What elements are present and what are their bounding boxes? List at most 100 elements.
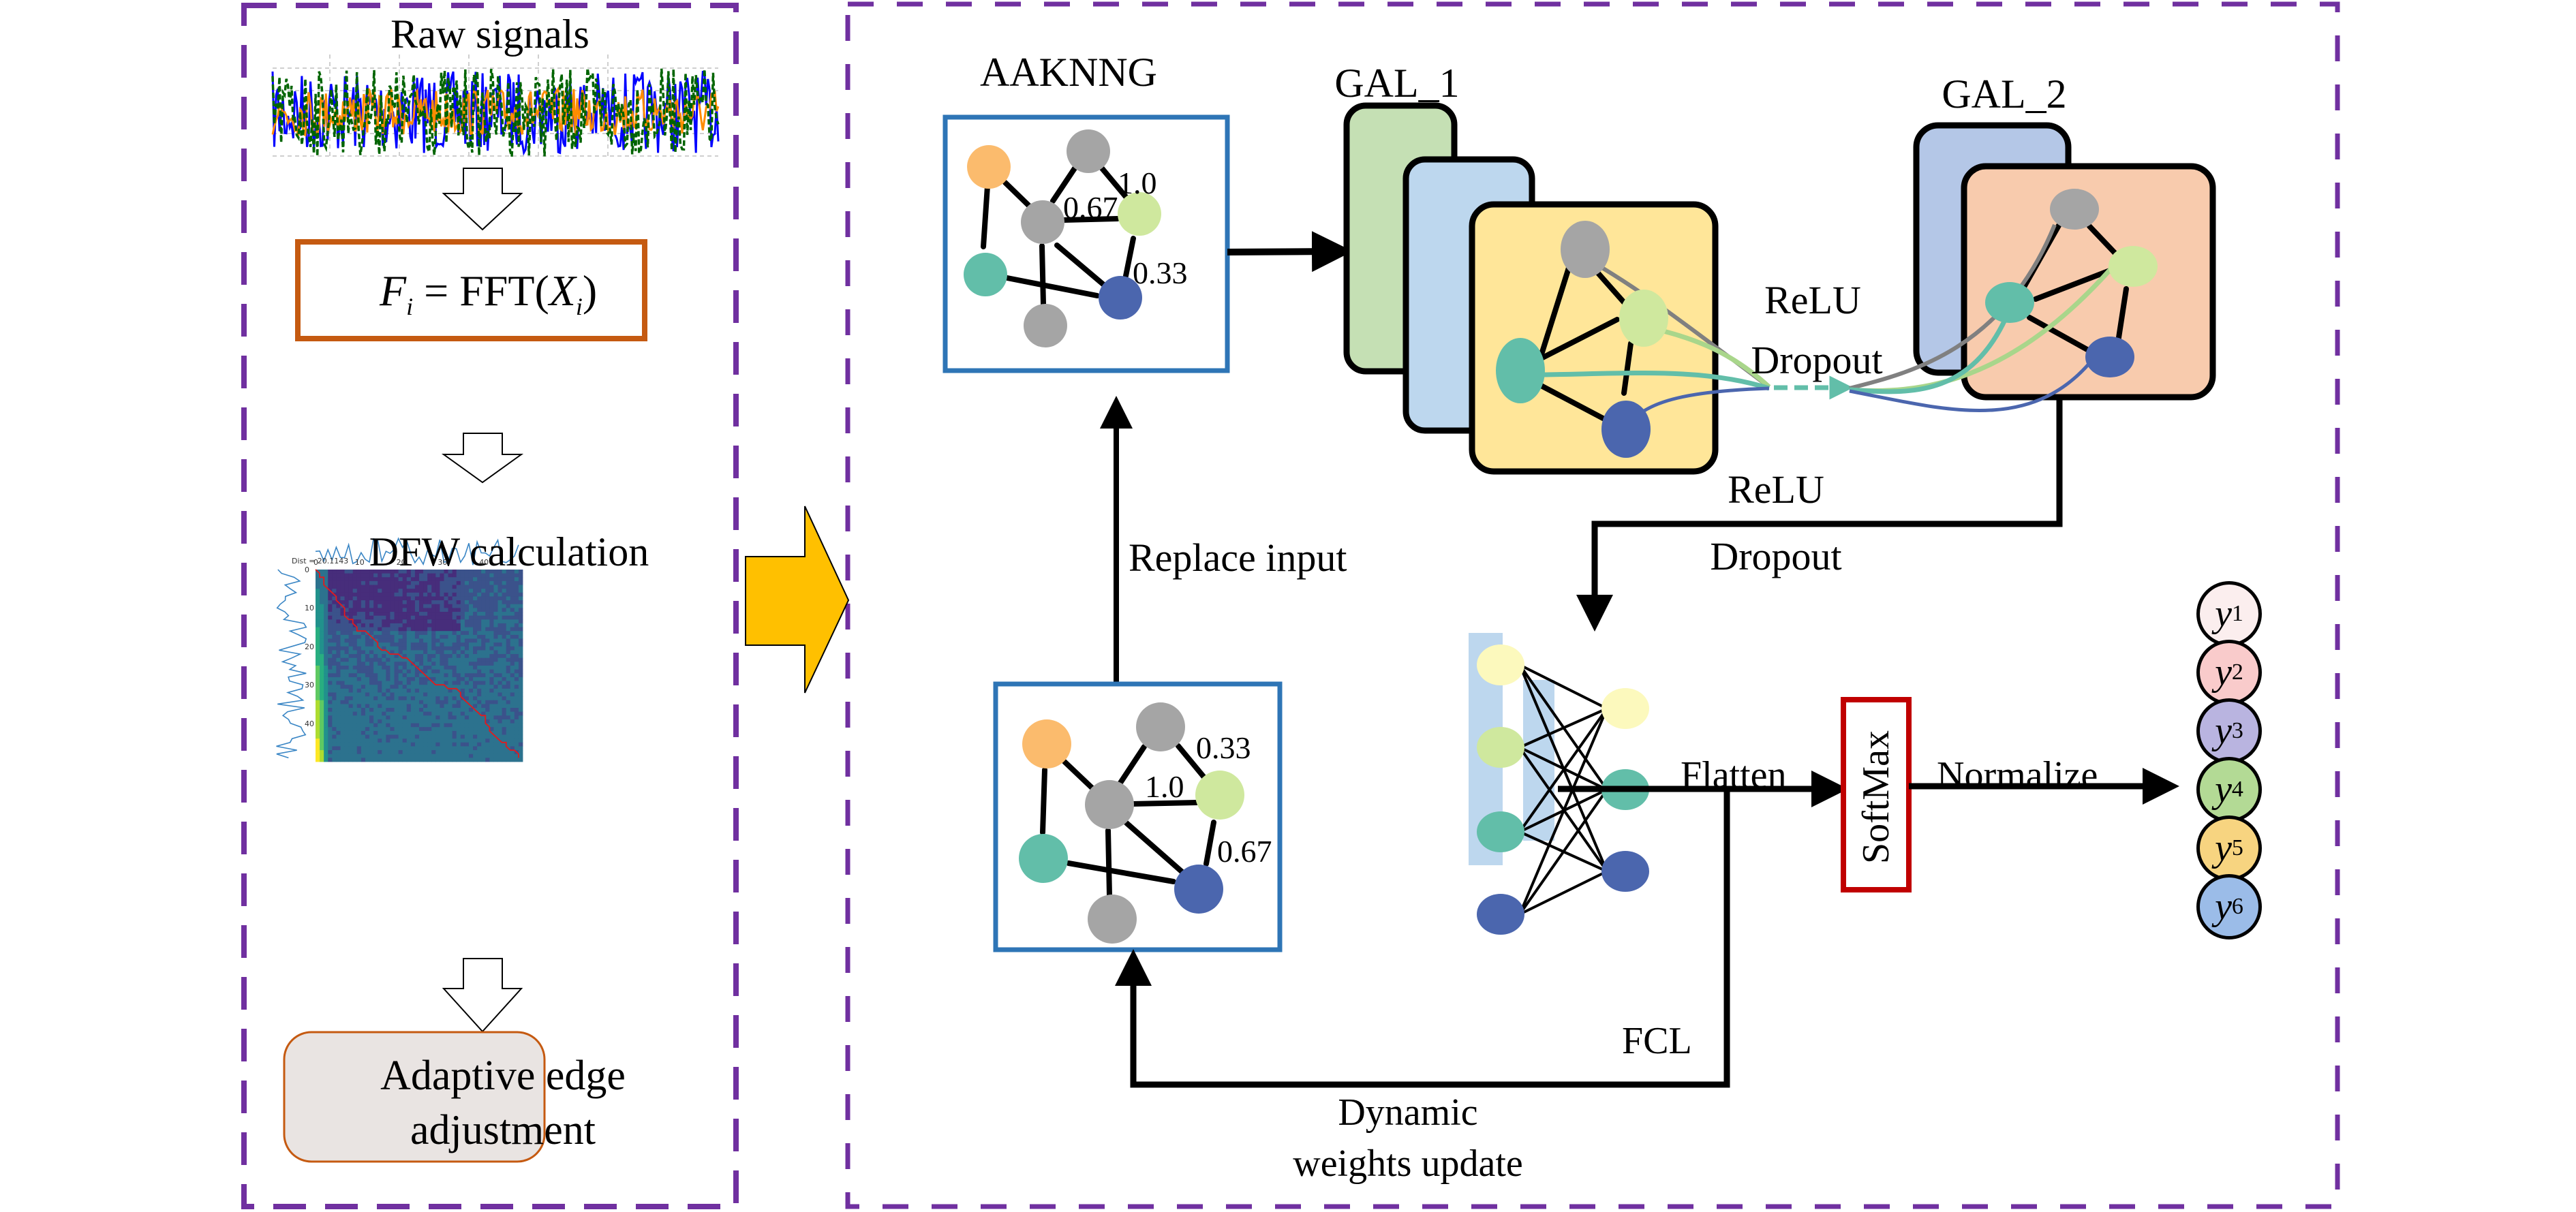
heatmap-cell xyxy=(382,758,386,762)
heatmap-cell xyxy=(423,677,428,681)
heatmap-cell xyxy=(497,723,502,728)
heatmap-cell xyxy=(431,669,436,674)
heatmap-cell xyxy=(348,753,354,758)
heatmap-cell xyxy=(423,727,428,732)
heatmap-cell xyxy=(390,723,395,728)
heatmap-cell xyxy=(414,596,420,601)
heatmap-cell xyxy=(386,600,390,605)
heatmap-cell xyxy=(477,600,482,605)
heatmap-cell xyxy=(493,650,498,655)
heatmap-cell xyxy=(485,746,490,751)
heatmap-cell xyxy=(435,592,440,597)
heatmap-cell xyxy=(452,570,457,574)
heatmap-cell xyxy=(485,734,490,739)
heatmap-cell xyxy=(497,600,502,605)
heatmap-cell xyxy=(369,746,374,751)
heatmap-cell xyxy=(518,604,523,608)
heatmap-cell xyxy=(336,596,341,601)
heatmap-cell xyxy=(518,669,523,674)
heatmap-cell xyxy=(489,615,494,620)
heatmap-cell xyxy=(419,580,424,585)
heatmap-cell xyxy=(468,585,474,589)
heatmap-cell xyxy=(456,700,461,704)
dtw-y-tick: 40 xyxy=(305,719,314,728)
heatmap-cell xyxy=(477,696,482,701)
heatmap-cell xyxy=(410,677,416,681)
heatmap-cell xyxy=(497,730,502,735)
dtw-top-series xyxy=(315,537,519,566)
heatmap-cell xyxy=(481,638,486,643)
output-subscript: 4 xyxy=(2231,777,2243,802)
heatmap-cell xyxy=(464,596,470,601)
heatmap-cell xyxy=(324,592,328,597)
heatmap-cell xyxy=(419,696,424,701)
heatmap-cell xyxy=(502,580,507,585)
heatmap-cell xyxy=(423,585,428,589)
heatmap-cell xyxy=(481,589,486,593)
heatmap-cell xyxy=(344,723,350,728)
heatmap-cell xyxy=(414,685,420,689)
heatmap-cell xyxy=(348,719,354,724)
heatmap-cell xyxy=(427,673,432,678)
heatmap-cell xyxy=(378,615,382,620)
heatmap-cell xyxy=(423,696,428,701)
heatmap-cell xyxy=(352,646,358,651)
heatmap-cell xyxy=(382,730,386,735)
heatmap-cell xyxy=(398,657,403,662)
heatmap-cell xyxy=(506,600,511,605)
heatmap-cell xyxy=(506,700,511,704)
heatmap-cell xyxy=(402,715,408,720)
heatmap-cell xyxy=(320,753,324,758)
dropout-label-lower: Dropout xyxy=(1710,534,1842,578)
heatmap-cell xyxy=(398,596,403,601)
heatmap-cell xyxy=(378,688,382,693)
heatmap-cell xyxy=(444,750,448,755)
fcl-edge xyxy=(1518,708,1608,915)
heatmap-cell xyxy=(328,730,333,735)
heatmap-cell xyxy=(390,585,395,589)
heatmap-cell xyxy=(320,688,324,693)
heatmap-cell xyxy=(373,589,378,593)
heatmap-cell xyxy=(477,753,482,758)
heatmap-cell xyxy=(332,627,337,632)
heatmap-cell xyxy=(398,753,403,758)
heatmap-cell xyxy=(444,580,448,585)
heatmap-cell xyxy=(402,739,408,743)
heatmap-cell xyxy=(514,570,519,574)
heatmap-cell xyxy=(456,619,461,624)
heatmap-cell xyxy=(489,662,494,666)
heatmap-cell xyxy=(485,708,490,713)
heatmap-cell xyxy=(390,657,395,662)
heatmap-cell xyxy=(352,600,358,605)
heatmap-cell xyxy=(502,700,507,704)
heatmap-cell xyxy=(369,730,374,735)
heatmap-cell xyxy=(456,742,461,747)
heatmap-cell xyxy=(344,715,350,720)
heatmap-cell xyxy=(398,685,403,689)
down-arrow-3 xyxy=(442,958,523,1033)
dynamic-label-line2: weights update xyxy=(1293,1143,1523,1185)
heatmap-cell xyxy=(394,708,399,713)
heatmap-cell xyxy=(390,727,395,732)
aakkng-node-gray-center xyxy=(1021,200,1064,244)
heatmap-cell xyxy=(324,634,328,639)
heatmap-cell xyxy=(324,730,328,735)
heatmap-cell xyxy=(390,700,395,704)
heatmap-cell xyxy=(406,742,412,747)
heatmap-cell xyxy=(410,634,416,639)
heatmap-cell xyxy=(365,692,370,697)
heatmap-cell xyxy=(356,580,362,585)
heatmap-cell xyxy=(423,734,428,739)
dropout-label-mid: Dropout xyxy=(1751,338,1883,382)
heatmap-cell xyxy=(332,634,337,639)
heatmap-cell xyxy=(361,612,366,617)
heatmap-cell xyxy=(394,580,399,585)
heatmap-cell xyxy=(348,650,354,655)
heatmap-cell xyxy=(402,627,408,632)
heatmap-cell xyxy=(332,589,337,593)
heatmap-cell xyxy=(369,758,374,762)
fcl-node-r3 xyxy=(1601,851,1649,892)
heatmap-cell xyxy=(324,685,328,689)
heatmap-cell xyxy=(477,650,482,655)
